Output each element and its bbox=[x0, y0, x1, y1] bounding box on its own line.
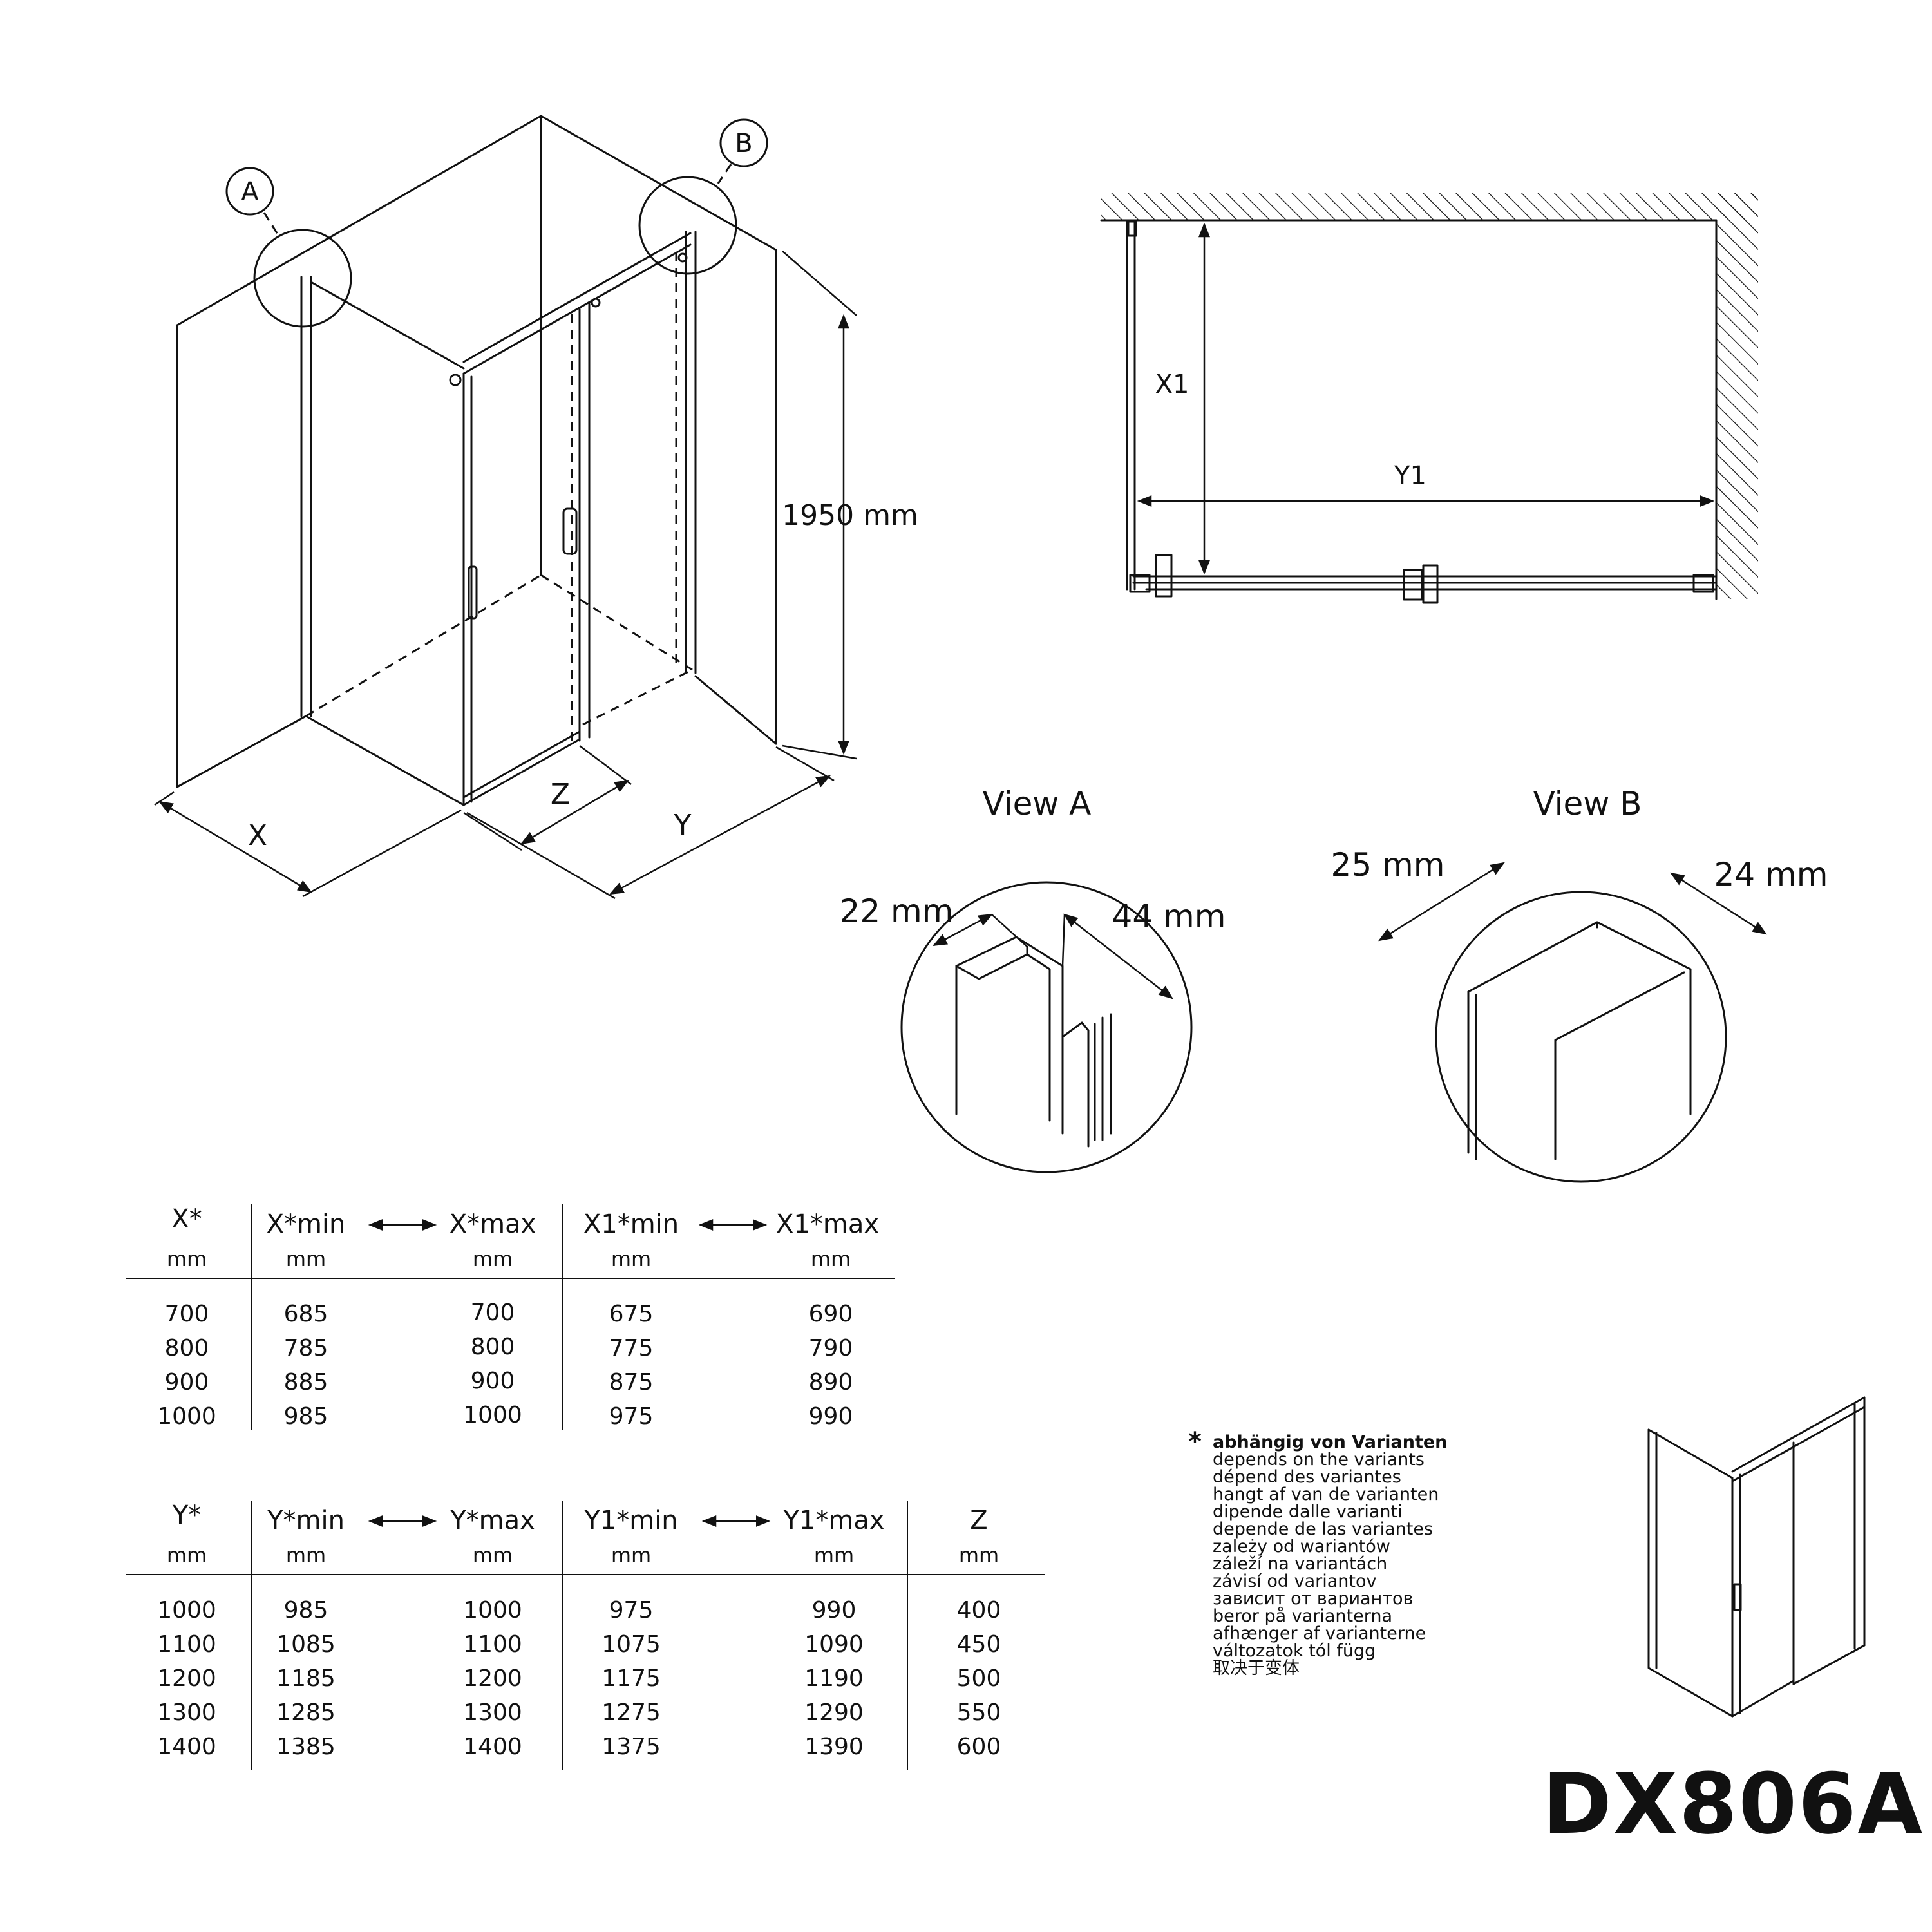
x-label: X bbox=[248, 819, 267, 852]
note-line: hangt af van de varianten bbox=[1213, 1484, 1439, 1504]
table-y-unit-1: mm bbox=[285, 1543, 327, 1567]
table-y-header-y1min: Y1*min bbox=[584, 1506, 678, 1535]
table-x-header-x1max: X1*max bbox=[776, 1209, 879, 1239]
table-y-header-ymin: Y*min bbox=[267, 1506, 345, 1535]
note-line: 取决于变体 bbox=[1213, 1658, 1300, 1678]
callout-b: B bbox=[638, 118, 768, 275]
note-line: depende de las variantes bbox=[1213, 1519, 1434, 1539]
table-x-header-xmin: X*min bbox=[266, 1209, 346, 1239]
view-a-right-dim: 44 mm bbox=[1112, 898, 1226, 935]
table-x-unit-2: mm bbox=[472, 1247, 513, 1271]
callout-b-label: B bbox=[735, 129, 752, 158]
view-b-right-dim: 24 mm bbox=[1714, 856, 1828, 893]
table-y-header-z: Z bbox=[970, 1506, 988, 1535]
view-b-detail: View B 25 mm 24 mm bbox=[1331, 785, 1828, 1183]
view-a-title: View A bbox=[983, 785, 1092, 822]
table-y-unit-3: mm bbox=[611, 1543, 652, 1567]
note-line: dépend des variantes bbox=[1213, 1467, 1401, 1487]
table-y-unit-2: mm bbox=[472, 1543, 513, 1567]
table-x-arrow-2 bbox=[698, 1219, 768, 1231]
x1-label: X1 bbox=[1155, 370, 1189, 399]
view-b-left-dim: 25 mm bbox=[1331, 846, 1445, 884]
note-line: depends on the variants bbox=[1213, 1450, 1425, 1470]
note-line: beror på varianterna bbox=[1213, 1606, 1392, 1626]
table-y-unit-0: mm bbox=[166, 1543, 207, 1567]
table-x: X* X*min X*max X1*min X1*max mm mm mm mm… bbox=[122, 1198, 895, 1455]
y1-label: Y1 bbox=[1394, 461, 1426, 491]
z-label: Z bbox=[551, 778, 570, 811]
table-y-arrow-1 bbox=[368, 1515, 437, 1527]
view-a-detail: View A 22 mm 44 mm bbox=[840, 785, 1226, 1173]
model-number: DX806A bbox=[1542, 1755, 1924, 1853]
table-x-header-xmax: X*max bbox=[449, 1209, 536, 1239]
note-line: záleží na variantách bbox=[1213, 1554, 1388, 1574]
shower-thumbnail bbox=[1647, 1396, 1866, 1718]
note-line: závisí od variantov bbox=[1213, 1571, 1377, 1591]
table-x-header-x: X* bbox=[171, 1204, 202, 1234]
table-y-arrow-2 bbox=[701, 1515, 771, 1527]
callout-a-label: A bbox=[241, 177, 259, 207]
table-y-unit-5: mm bbox=[958, 1543, 999, 1567]
table-x-unit-4: mm bbox=[810, 1247, 851, 1271]
table-x-unit-1: mm bbox=[285, 1247, 327, 1271]
table-y-header-y1max: Y1*max bbox=[783, 1506, 885, 1535]
callout-a: A bbox=[225, 167, 352, 328]
top-plan-view: X1 Y1 bbox=[1100, 193, 1758, 604]
note-line: dipende dalle varianti bbox=[1213, 1502, 1403, 1522]
note-line: zależy od wariantów bbox=[1213, 1537, 1390, 1557]
y-label: Y bbox=[674, 809, 692, 842]
table-y-header-ymax: Y*max bbox=[450, 1506, 535, 1535]
view-a-left-dim: 22 mm bbox=[840, 893, 954, 930]
isometric-shower-view bbox=[176, 115, 777, 806]
note-line: változatok tól függ bbox=[1213, 1641, 1376, 1661]
height-label: 1950 mm bbox=[782, 499, 918, 532]
table-x-unit-3: mm bbox=[611, 1247, 652, 1271]
table-y-unit-4: mm bbox=[813, 1543, 855, 1567]
table-x-unit-0: mm bbox=[166, 1247, 207, 1271]
note-line: abhängig von Varianten bbox=[1213, 1432, 1448, 1452]
table-x-arrow-1 bbox=[368, 1219, 437, 1231]
iso-dimensions: 1950 mm X Z Y bbox=[154, 251, 918, 900]
view-b-title: View B bbox=[1533, 785, 1642, 822]
note-line: зависит от вариантов bbox=[1213, 1589, 1414, 1609]
note-line: afhænger af varianterne bbox=[1213, 1624, 1426, 1643]
table-x-header-x1min: X1*min bbox=[583, 1209, 679, 1239]
note-asterisk: * bbox=[1188, 1427, 1202, 1457]
table-y-header-y: Y* bbox=[172, 1501, 202, 1530]
table-y: Y* Y*min Y*max Y1*min Y1*max Z mm mm mm … bbox=[122, 1494, 1050, 1777]
